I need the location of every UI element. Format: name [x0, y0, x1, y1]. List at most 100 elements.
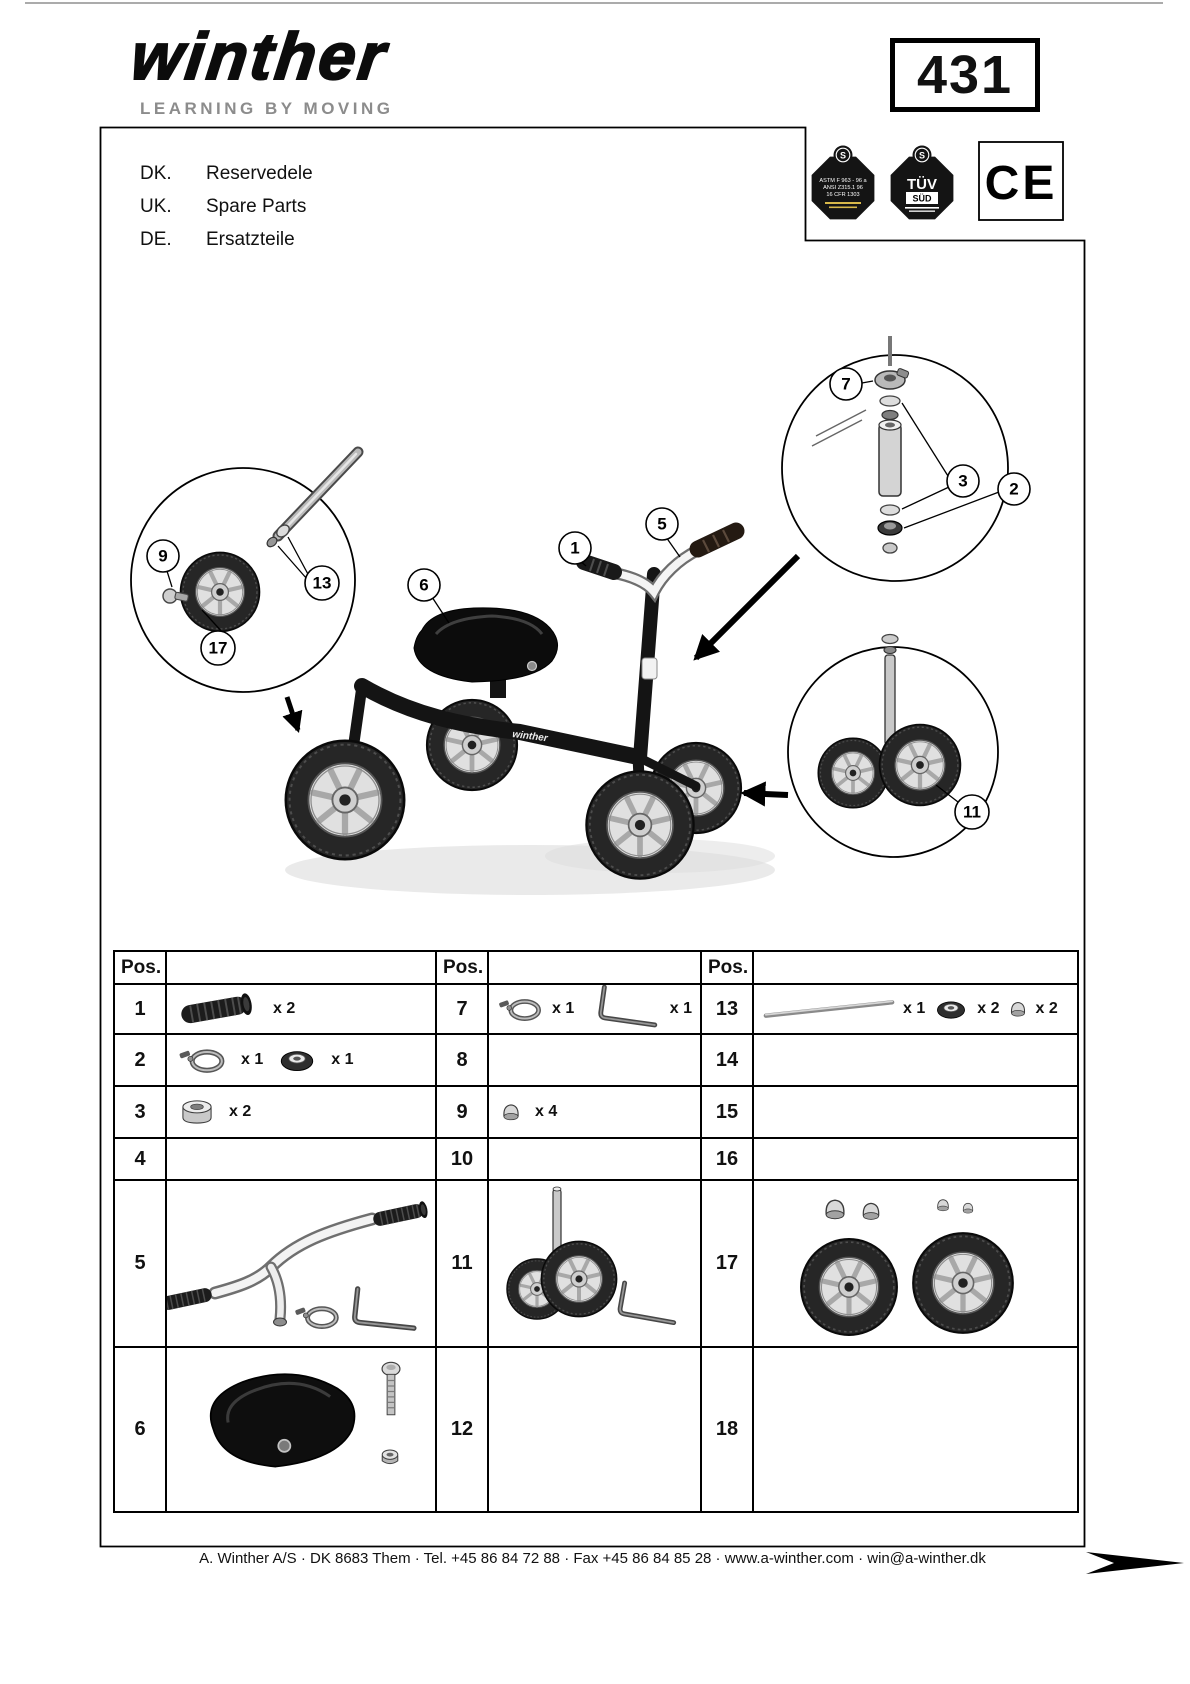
header-spacer	[754, 952, 1077, 985]
qty-label: x 2	[273, 1000, 296, 1017]
qty-label: x 1	[331, 1051, 354, 1068]
part-cell-11	[489, 1181, 702, 1348]
part-cell-15	[754, 1087, 1077, 1139]
footer-contact-line: A. Winther A/S · DK 8683 Them · Tel. +45…	[199, 1550, 986, 1567]
pos-cell-7: 7	[437, 985, 489, 1035]
callout-2: 2	[997, 472, 1031, 506]
wheel-icon	[286, 741, 404, 859]
qty-label: x 2	[977, 1000, 1000, 1017]
grip-icon	[167, 1284, 215, 1315]
callout-11: 11	[954, 794, 990, 830]
frame-beam	[354, 678, 646, 765]
cap-nut-icon	[1007, 998, 1029, 1020]
page-corner-arrow-icon	[1086, 1552, 1184, 1574]
part-cell-9: x 4	[489, 1087, 702, 1139]
pos-header: Pos.	[437, 952, 489, 985]
grip-icon	[689, 522, 745, 558]
wheel-icon	[539, 1239, 619, 1319]
language-label: Spare Parts	[206, 195, 307, 217]
cap-nut-icon	[937, 1199, 949, 1212]
wheel-icon	[586, 771, 693, 878]
frame-decal-label: winther	[512, 729, 550, 744]
qty-label: x 1	[552, 1000, 575, 1017]
allen-key-icon	[619, 1283, 679, 1323]
ce-mark-icon: CE	[978, 141, 1064, 221]
language-row-uk: UK. Spare Parts	[140, 190, 313, 223]
language-row-dk: DK. Reservedele	[140, 157, 313, 190]
ring-icon	[881, 409, 899, 421]
part-cell-14	[754, 1035, 1077, 1087]
pos-cell-8: 8	[437, 1035, 489, 1087]
svg-text:5: 5	[657, 515, 666, 534]
qty-label: x 1	[241, 1051, 264, 1068]
part-cell-1: x 2	[167, 985, 437, 1035]
callout-view-front-wheels	[787, 633, 999, 858]
tuv-badge-icon: TÜV SÜD S	[890, 145, 954, 220]
saddle-parts-icon	[209, 1361, 401, 1469]
part-cell-8	[489, 1035, 702, 1087]
head-badge-icon	[641, 657, 658, 680]
pos-cell-3: 3	[115, 1087, 167, 1139]
pos-cell-17: 17	[702, 1181, 754, 1348]
svg-text:S: S	[919, 151, 925, 161]
handlebar-assembly-icon	[167, 1199, 430, 1346]
spare-parts-table: Pos. Pos. Pos. 1 x 2 7 x 1 x 1 13 x 1 x …	[113, 950, 1079, 1513]
svg-text:6: 6	[419, 576, 428, 595]
part-cell-6	[167, 1348, 437, 1511]
pos-header: Pos.	[115, 952, 167, 985]
allen-key-icon	[354, 1289, 417, 1328]
pushbike-illustration: winther	[286, 522, 745, 879]
callout-5: 5	[645, 507, 679, 541]
callout-17: 17	[200, 630, 236, 666]
pos-cell-10: 10	[437, 1139, 489, 1181]
grip-icon	[370, 1199, 430, 1230]
part-cell-4	[167, 1139, 437, 1181]
cap-nut-icon	[825, 1199, 845, 1220]
pos-cell-4: 4	[115, 1139, 167, 1181]
certification-badges: ASTM F 963 - 96 a ANSI Z315.1 96 16 CFR …	[811, 141, 1064, 221]
pos-cell-1: 1	[115, 985, 167, 1035]
allen-key-icon	[590, 985, 666, 1035]
logo-tagline: LEARNING BY MOVING	[140, 99, 394, 118]
saddle-icon	[413, 607, 558, 683]
svg-text:11: 11	[963, 803, 981, 822]
wheel-icon	[816, 736, 890, 810]
pos-cell-12: 12	[437, 1348, 489, 1511]
callout-7: 7	[829, 367, 863, 401]
svg-text:1: 1	[570, 539, 579, 558]
steering-tube-icon	[878, 423, 902, 497]
washer-icon	[879, 504, 901, 516]
svg-text:3: 3	[958, 472, 967, 491]
pos-cell-18: 18	[702, 1348, 754, 1511]
bearing-ring-icon	[275, 1046, 319, 1075]
svg-text:ASTM F 963 - 96 a: ASTM F 963 - 96 a	[819, 178, 867, 184]
language-list: DK. Reservedele UK. Spare Parts DE. Ersa…	[140, 157, 313, 256]
pos-cell-11: 11	[437, 1181, 489, 1348]
svg-text:TÜV: TÜV	[907, 176, 937, 193]
cap-nut-icon	[862, 1202, 880, 1221]
qty-label: x 2	[229, 1103, 252, 1120]
callout-9: 9	[146, 539, 180, 573]
content-frame	[99, 126, 1086, 1548]
language-code: UK.	[140, 195, 172, 217]
arrow-icon	[740, 781, 789, 807]
callout-1: 1	[558, 531, 592, 565]
saddle-icon	[209, 1372, 357, 1469]
language-label: Reservedele	[206, 162, 313, 184]
washer-icon	[879, 395, 901, 407]
exploded-diagram: winther	[130, 336, 1031, 895]
svg-text:ANSI Z315.1 96: ANSI Z315.1 96	[823, 185, 863, 191]
svg-text:17: 17	[209, 639, 228, 658]
callout-3: 3	[946, 464, 980, 498]
svg-text:7: 7	[841, 375, 850, 394]
part-cell-3: x 2	[167, 1087, 437, 1139]
handlebar	[610, 546, 702, 599]
arrow-icon	[282, 696, 303, 733]
callout-13: 13	[304, 565, 340, 601]
qty-label: x 2	[1035, 1000, 1058, 1017]
part-cell-13: x 1 x 2 x 2	[754, 985, 1077, 1035]
bushing-icon	[177, 1097, 217, 1128]
bearing-ring-icon	[932, 997, 970, 1022]
wheel-icon	[880, 725, 961, 806]
